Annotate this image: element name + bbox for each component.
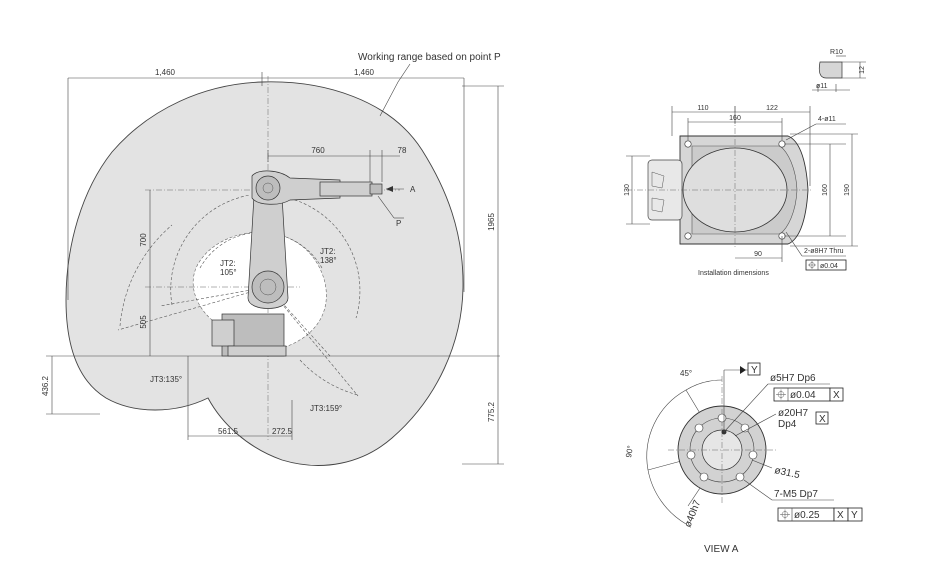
- angle-90: 90°: [624, 445, 635, 458]
- jt2-right-name: JT2:: [320, 247, 336, 256]
- hole-20-leader: [734, 413, 777, 437]
- working-range-title: Working range based on point P: [358, 52, 501, 63]
- outer-dia-callout: ø40h7: [683, 498, 704, 529]
- jt3-limit-line-left: [117, 286, 269, 331]
- dim-below-base: 436.2: [41, 375, 50, 396]
- point-p-label: P: [396, 219, 401, 228]
- jt2-arc-right: [269, 194, 361, 319]
- detail-height: 12: [859, 66, 866, 74]
- jt2-left-name: JT2:: [220, 259, 236, 268]
- datum-y: Y: [751, 365, 758, 376]
- angle-45: 45°: [680, 369, 692, 378]
- datum-y-triangle: [740, 366, 746, 374]
- side-view: 1,460 1,460 Working range based on point…: [41, 52, 504, 466]
- position-tol-value: ø0.04: [820, 263, 838, 270]
- shoulder-joint: [251, 270, 285, 304]
- position-tol-frame: [805, 259, 847, 271]
- bolt-leader: [743, 479, 773, 501]
- dim-arm-length: 760: [311, 146, 325, 155]
- dim-below-base-right: 775.2: [487, 401, 496, 422]
- counterbore-profile: [818, 61, 843, 79]
- dim-110: 110: [697, 105, 708, 112]
- arc-90-lower: [647, 469, 687, 525]
- hole-detail: R10 12 ø11: [812, 49, 866, 92]
- holes-leader: [785, 123, 817, 141]
- dim-base-left: 561.5: [218, 427, 239, 436]
- dim-right-reach: 1,460: [354, 68, 375, 77]
- tol-1-datum-frame: [829, 387, 844, 402]
- datum-y-2: Y: [851, 510, 858, 521]
- jt3-right-label: JT3:159°: [310, 404, 342, 413]
- pcd-leader: [751, 459, 773, 469]
- dim-pin-holes: 2-ø8H7 Thru: [804, 248, 844, 255]
- dim-160-top: 160: [729, 115, 741, 122]
- jt2-limit-line-left: [159, 286, 269, 307]
- dim-wrist-offset: 78: [398, 146, 407, 155]
- dim-130: 130: [624, 184, 631, 196]
- jt2-right-angle: 138°: [320, 256, 337, 265]
- dim-holes: 4-ø11: [818, 116, 836, 123]
- view-a-caption: VIEW A: [704, 544, 739, 555]
- bolt-hole-1: [717, 413, 727, 423]
- jt3-limit-line-right: [267, 286, 359, 397]
- bolt-hole-7: [694, 423, 704, 433]
- dim-base-right: 272.5: [272, 427, 293, 436]
- bolt-hole-5: [699, 472, 709, 482]
- arm-rotation-arc: [199, 232, 323, 269]
- point-p-leader: [377, 195, 395, 219]
- bolt-callout: 7-M5 Dp7: [774, 489, 818, 500]
- installation-caption: Installation dimensions: [698, 270, 769, 277]
- datum-y-frame: [747, 362, 761, 376]
- datum-x-1: X: [833, 390, 840, 401]
- elbow-joint: [255, 175, 281, 201]
- dim-190: 190: [844, 184, 851, 196]
- tol-2-datum-y-frame: [847, 507, 863, 522]
- jt2-left-angle: 105°: [220, 268, 237, 277]
- dim-122: 122: [766, 105, 778, 112]
- bolt-hole-2: [740, 423, 750, 433]
- bolt-hole-6: [686, 450, 696, 460]
- wrist: [369, 183, 383, 195]
- view-a-marker: A: [410, 185, 416, 194]
- dim-lower-height: 505: [139, 315, 148, 329]
- dim-160-right: 160: [822, 184, 829, 196]
- jt3-arc-right: [299, 359, 359, 396]
- tol-1-value: ø0.04: [790, 390, 816, 401]
- hole-20-callout: ø20H7: [778, 408, 808, 419]
- forearm: [319, 181, 373, 197]
- arc-90: [646, 389, 687, 471]
- dim-90: 90: [754, 251, 762, 258]
- hole-5-leader: [723, 383, 769, 433]
- base-flange: [227, 345, 287, 357]
- view-a: 45° 90° Y ø5H7 Dp6 ø0.04 X: [624, 362, 863, 555]
- robot-arm: [211, 170, 383, 357]
- working-range-leader: [379, 63, 411, 117]
- installation-view: 110 122 160 4-ø11 130 160 190 90 2-ø8H7 …: [624, 105, 858, 277]
- datum-x-2: X: [819, 414, 826, 425]
- view-a-arrowhead: [386, 186, 393, 192]
- bolt-hole-3: [748, 450, 758, 460]
- pcd-callout: ø31.5: [773, 465, 801, 481]
- datum-x-3: X: [837, 510, 844, 521]
- dim-total-height: 1965: [487, 213, 496, 231]
- pin-holes-leader: [785, 231, 803, 257]
- dim-upper-height: 700: [139, 233, 148, 247]
- bolt-hole-4: [735, 472, 745, 482]
- hole-20-depth: Dp4: [778, 419, 797, 430]
- detail-diameter: ø11: [816, 83, 828, 90]
- tol-2-value: ø0.25: [794, 510, 820, 521]
- jt3-arc-left: [119, 224, 173, 327]
- base-motor: [211, 319, 235, 347]
- outer-dia-leader: [687, 487, 701, 507]
- datum-x-frame: [815, 411, 829, 425]
- mount-hole-top-left: [684, 140, 692, 148]
- dim-left-reach: 1,460: [155, 68, 176, 77]
- mount-hole-bottom-left: [684, 232, 692, 240]
- hole-5-callout: ø5H7 Dp6: [770, 373, 816, 384]
- arc-45: [685, 379, 723, 391]
- detail-radius: R10: [830, 49, 843, 56]
- jt3-left-label: JT3:135°: [150, 375, 182, 384]
